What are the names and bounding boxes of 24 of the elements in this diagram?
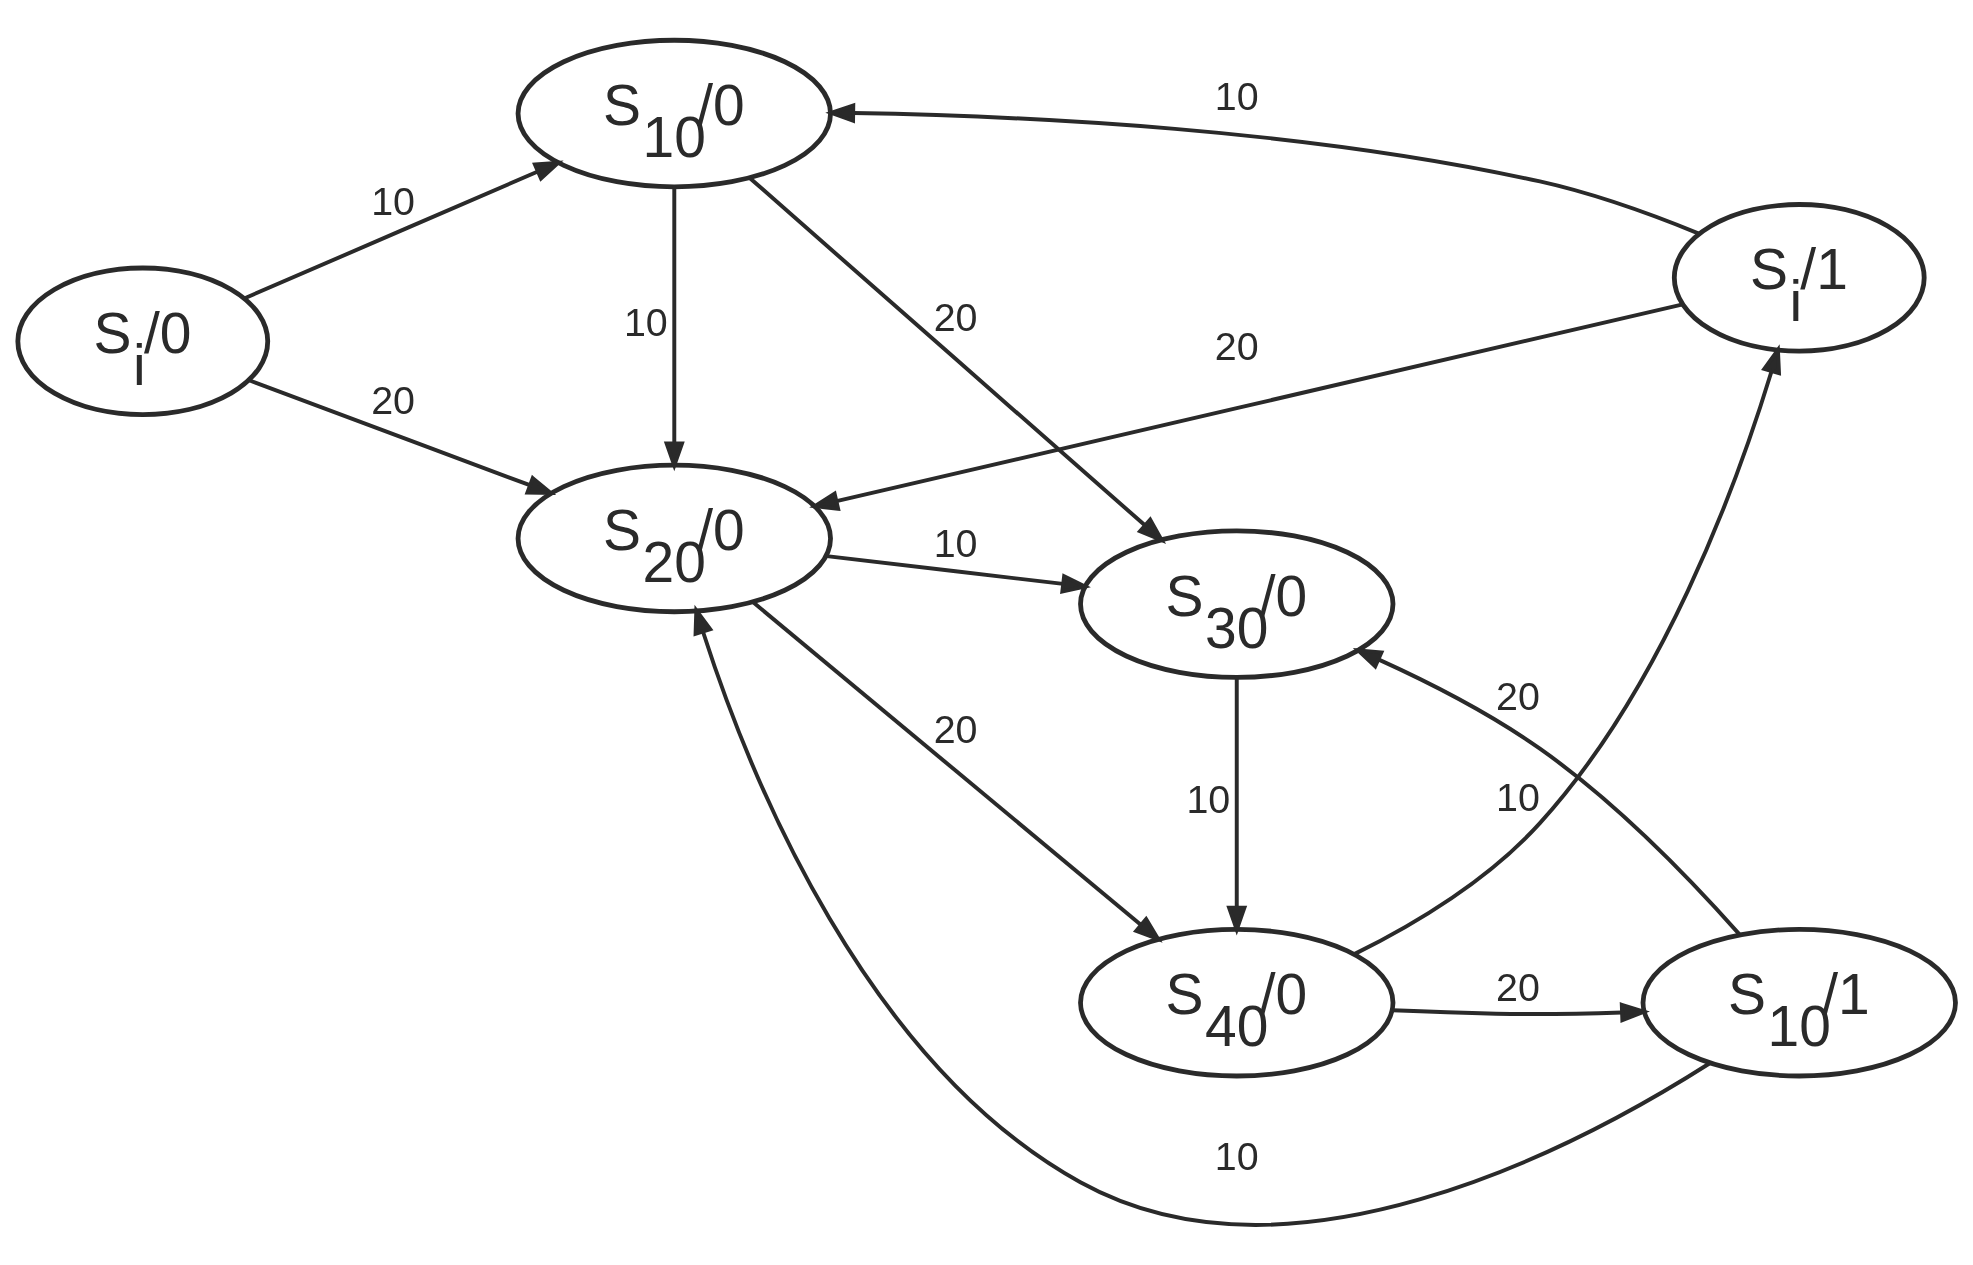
arrow — [825, 102, 1700, 235]
arrow — [1352, 647, 1742, 936]
edge-label: 10 — [1496, 774, 1540, 819]
arrow — [748, 175, 1167, 544]
edge-label: 10 — [371, 178, 415, 223]
arrow — [248, 377, 557, 495]
edge-label: 10 — [1214, 73, 1259, 118]
edge-label: 20 — [371, 377, 415, 422]
edge-label: 20 — [1214, 323, 1259, 368]
edge-label: 10 — [623, 299, 668, 344]
arrow — [1392, 1001, 1650, 1023]
edge-label: 20 — [1496, 673, 1540, 718]
edge-label: 10 — [1214, 1133, 1259, 1178]
arrow — [243, 159, 564, 300]
arrow — [693, 604, 1712, 1227]
arrow — [1352, 343, 1782, 956]
edge-label: 20 — [933, 294, 978, 339]
edge-label: 10 — [933, 520, 978, 565]
arrow — [809, 302, 1683, 511]
edge-label: 20 — [933, 706, 978, 751]
edge-label: 10 — [1186, 776, 1231, 821]
arrow — [826, 553, 1091, 594]
arrow — [1226, 676, 1248, 936]
edge-label: 20 — [1496, 964, 1540, 1009]
